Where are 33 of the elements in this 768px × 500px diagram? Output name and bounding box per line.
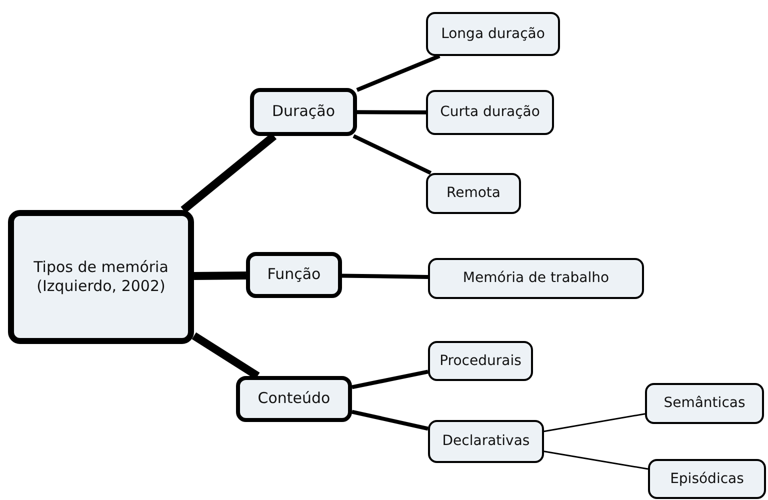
topic-label: Curta duração: [440, 103, 540, 122]
topic-label: Remota: [446, 184, 500, 203]
connector-line: [356, 54, 440, 92]
topic-box: [250, 88, 357, 136]
topic-box: [426, 173, 521, 214]
topic-label: Semânticas: [664, 394, 746, 413]
topic-box: [426, 90, 554, 135]
topic-box: [236, 376, 352, 422]
topic-label: Duração: [272, 102, 336, 122]
topic-box: [645, 383, 764, 424]
connector-line: [352, 370, 428, 390]
connector-line: [544, 450, 648, 470]
topic-label: Função: [267, 265, 321, 285]
connector-line: [194, 272, 246, 280]
connector-line: [352, 410, 428, 431]
topic-box: [8, 210, 194, 344]
topic-label: Tipos de memória (Izquierdo, 2002): [32, 258, 170, 296]
topic-box: [428, 420, 544, 463]
topic-label: Longa duração: [441, 24, 545, 44]
topic-label: Episódicas: [670, 470, 744, 488]
connector-line: [544, 413, 646, 432]
topic-label: Declarativas: [442, 432, 530, 451]
topic-label: Conteúdo: [258, 389, 330, 409]
topic-box: [246, 252, 342, 298]
topic-label: Memória de trabalho: [462, 269, 610, 288]
topic-label: Procedurais: [440, 352, 522, 370]
connector-line: [352, 134, 432, 175]
topic-box: [428, 341, 533, 381]
topic-box: [428, 258, 644, 299]
topic-box: [648, 459, 766, 499]
connector-line: [357, 110, 426, 114]
connector-line: [342, 274, 428, 279]
topic-box: [426, 12, 560, 56]
